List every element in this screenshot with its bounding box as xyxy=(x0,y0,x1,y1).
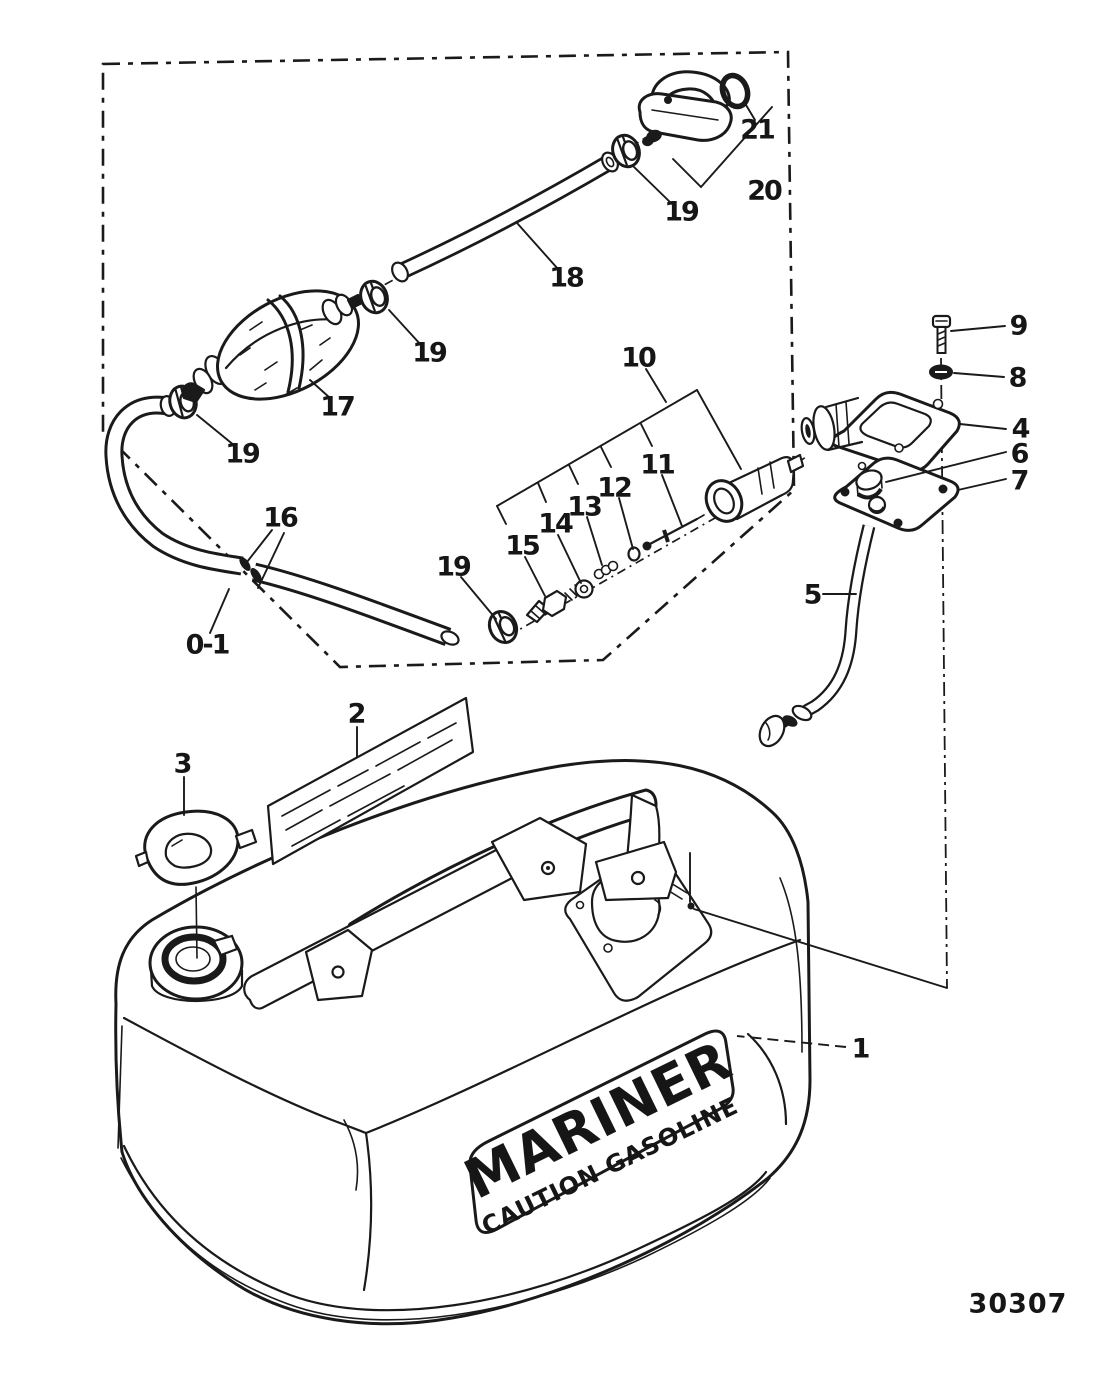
primer-bulb xyxy=(181,289,364,404)
part-callout-13: 13 xyxy=(567,492,601,523)
part-callout-21: 21 xyxy=(740,115,774,146)
part-callout-20: 20 xyxy=(747,176,782,207)
part-callout-0-1: 0-1 xyxy=(186,630,229,661)
connector-o-ring xyxy=(719,72,751,110)
part-callout-7: 7 xyxy=(1011,466,1028,497)
part-callout-3: 3 xyxy=(174,749,191,780)
part-callout-1: 1 xyxy=(852,1034,869,1065)
valve-washer xyxy=(574,579,594,599)
fuel-cap xyxy=(134,809,258,886)
part-callout-19: 19 xyxy=(225,439,260,470)
fuel-tank: MARINER CAUTION GASOLINE xyxy=(114,696,812,1326)
part-callout-10: 10 xyxy=(621,343,656,374)
part-callout-19: 19 xyxy=(664,197,699,228)
part-callout-16: 16 xyxy=(263,503,298,534)
washer xyxy=(929,364,953,380)
part-callout-8: 8 xyxy=(1009,363,1027,394)
part-callout-17: 17 xyxy=(320,392,354,423)
part-callout-19: 19 xyxy=(436,552,471,583)
pump-cover-plate xyxy=(800,390,961,473)
fuel-line-assembly xyxy=(104,70,751,646)
part-callout-14: 14 xyxy=(538,509,573,540)
kit-boundary-outline xyxy=(101,50,796,669)
part-callout-12: 12 xyxy=(597,473,631,504)
connector-small-parts xyxy=(482,389,807,649)
tank-filler-neck xyxy=(148,925,244,1002)
pickup-filter-fitting xyxy=(855,469,887,515)
valve-o-ring xyxy=(627,546,641,562)
valve-pin xyxy=(642,514,705,551)
part-callout-11: 11 xyxy=(640,450,674,481)
part-callout-2: 2 xyxy=(348,699,365,730)
callouts-layer: 1234567891011121314151617181919191920210… xyxy=(174,115,1032,1065)
part-callout-19: 19 xyxy=(412,338,447,369)
part-callout-4: 4 xyxy=(1012,414,1030,445)
engine-fuel-connector xyxy=(637,70,733,147)
fuel-pickup-assembly xyxy=(758,314,961,989)
screw xyxy=(931,314,952,354)
leader-lines xyxy=(183,104,1007,1048)
pickup-tube xyxy=(758,524,876,748)
tank-handle xyxy=(243,788,678,1010)
connector-hose xyxy=(391,151,619,283)
bracket-part-10 xyxy=(496,389,742,525)
fuel-hose xyxy=(104,395,460,646)
barb-fitting xyxy=(525,584,583,624)
quick-connector-body xyxy=(704,453,805,523)
valve-spring xyxy=(593,560,619,580)
drawing-number: 30307 xyxy=(969,1289,1068,1320)
part-callout-18: 18 xyxy=(549,263,584,294)
instruction-decal xyxy=(266,696,475,866)
part-callout-9: 9 xyxy=(1010,311,1028,342)
part-callout-6: 6 xyxy=(1011,439,1029,470)
part-callout-15: 15 xyxy=(505,531,539,562)
part-callout-5: 5 xyxy=(804,580,821,611)
